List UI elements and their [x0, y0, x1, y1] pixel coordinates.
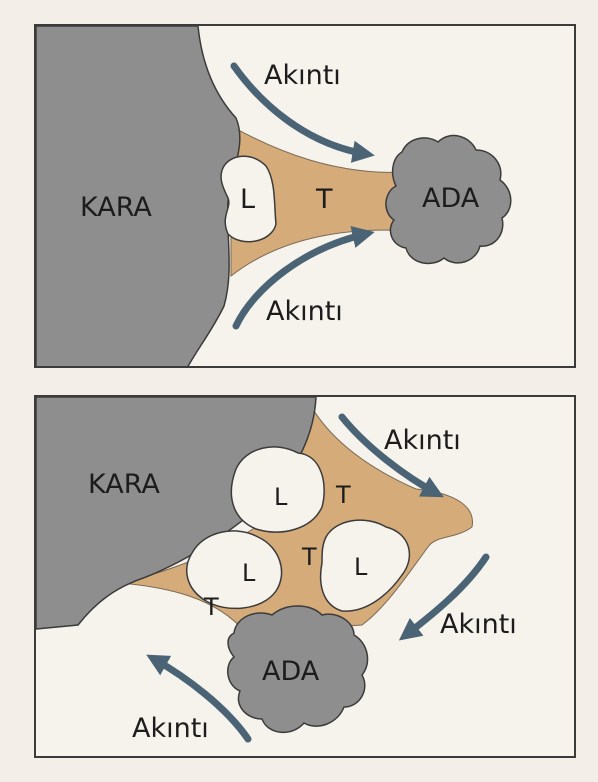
island-label: ADA: [262, 656, 320, 687]
lagoon-label-upper: L: [274, 483, 288, 511]
multiple-tombolo-panel: KARA ADA L L L T T T Akıntı Akıntı Akınt…: [34, 395, 576, 758]
island-shape: [227, 605, 369, 733]
current-arrow-upper: [230, 62, 375, 163]
current-label-upper: Akıntı: [264, 60, 341, 91]
tombolo-label-upper: T: [335, 481, 351, 509]
current-arrow-right: [398, 553, 490, 641]
island-shape: [385, 134, 512, 265]
multiple-tombolo-diagram: KARA ADA L L L T T T Akıntı Akıntı Akınt…: [36, 397, 517, 744]
current-label-right: Akıntı: [440, 609, 517, 640]
lagoon-label-left: L: [242, 559, 256, 587]
lagoon-right: [319, 519, 411, 612]
tombolo-label: T: [315, 184, 333, 215]
current-label-lower: Akıntı: [266, 296, 343, 327]
single-tombolo-diagram: KARA ADA L T Akıntı Akıntı: [36, 26, 512, 366]
lagoon-left: [186, 530, 283, 610]
current-label-bottom: Akıntı: [132, 713, 209, 744]
land-label: KARA: [88, 469, 160, 500]
lagoon-upper: [230, 446, 325, 533]
lagoon-label-right: L: [354, 553, 368, 581]
current-arrow-bottom: [146, 654, 252, 743]
current-arrow-lower: [232, 226, 375, 330]
tombolo-label-center: T: [301, 543, 317, 571]
current-label-top: Akıntı: [384, 425, 461, 456]
single-tombolo-panel: KARA ADA L T Akıntı Akıntı: [34, 24, 576, 368]
land-label: KARA: [80, 192, 152, 223]
island-label: ADA: [422, 183, 480, 214]
tombolo-label-lower: T: [203, 593, 219, 621]
current-arrow-top: [338, 413, 444, 498]
lagoon-shape: [220, 155, 277, 243]
lagoon-label: L: [240, 184, 255, 215]
